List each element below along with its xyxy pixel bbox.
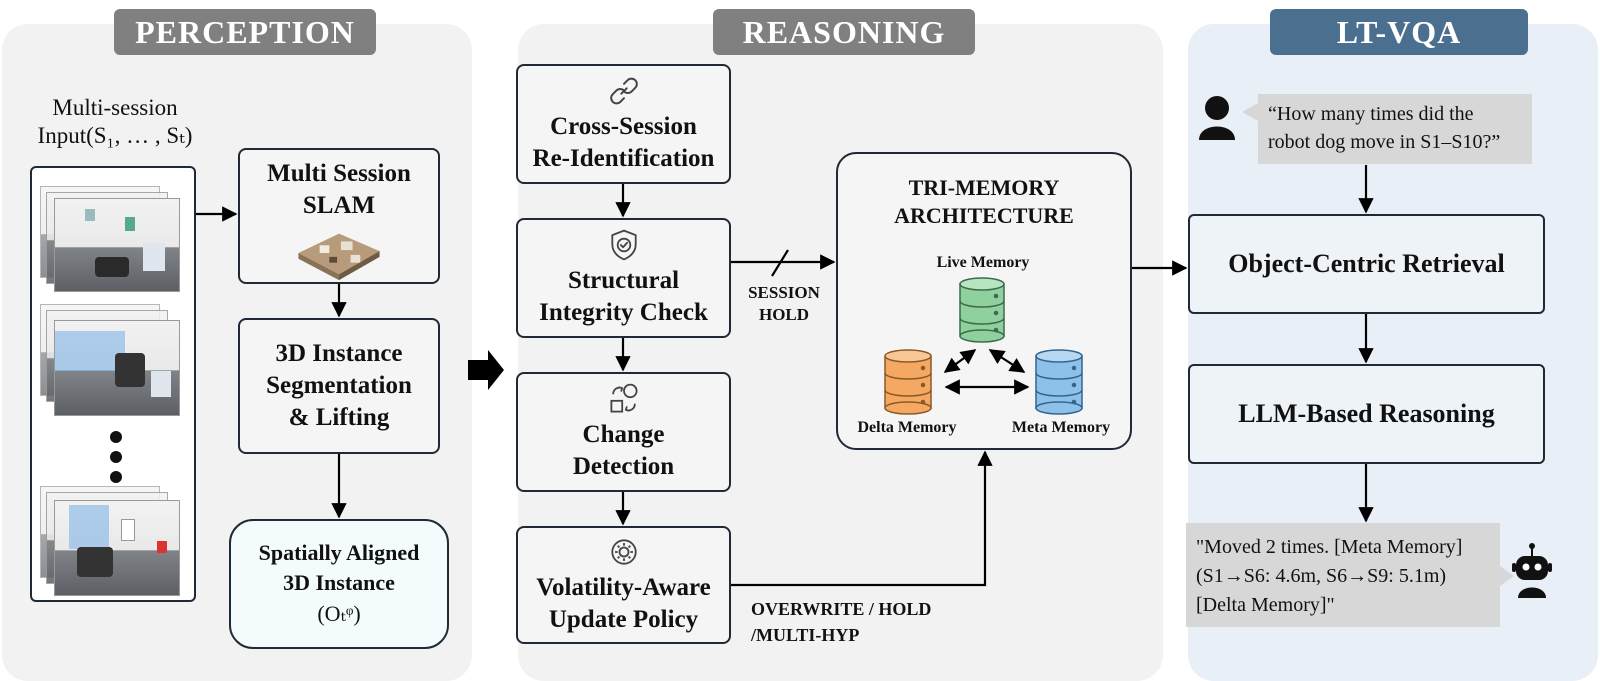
- slam-box: Multi Session SLAM: [238, 148, 440, 284]
- input-label: Multi-session Input(S₁, … , Sₜ): [20, 94, 210, 150]
- input-label-line2: Input(S₁, … , Sₜ): [37, 123, 193, 148]
- aligned-symbol: (Oₜᵠ): [317, 601, 361, 626]
- change-label: Change Detection: [572, 421, 675, 480]
- integrity-box: Structural Integrity Check: [516, 218, 731, 338]
- change-detection-box: Change Detection: [516, 372, 731, 492]
- reasoning-title: REASONING: [713, 9, 975, 55]
- answer-bubble: "Moved 2 times. [Meta Memory] (S1→S6: 4.…: [1186, 523, 1500, 627]
- session-hold-label: SESSION HOLD: [748, 283, 820, 324]
- retrieval-label: Object-Centric Retrieval: [1228, 249, 1505, 278]
- perception-title: PERCEPTION: [114, 9, 376, 55]
- live-memory-label: Live Memory: [936, 254, 1030, 271]
- tri-memory-title: TRI-MEMORY ARCHITECTURE: [894, 175, 1074, 228]
- shapes-icon: [610, 383, 637, 413]
- volatility-label: Volatility-Aware Update Policy: [536, 574, 711, 633]
- session-image-1: [54, 198, 180, 292]
- session-image-2: [54, 320, 180, 416]
- aligned-label: Spatially Aligned 3D Instance: [258, 540, 420, 595]
- slam-map-icon: [298, 233, 380, 281]
- retrieval-box: Object-Centric Retrieval: [1188, 214, 1545, 314]
- segmentation-box: 3D Instance Segmentation & Lifting: [238, 318, 440, 454]
- slam-label: Multi Session SLAM: [267, 160, 411, 219]
- segmentation-label: 3D Instance Segmentation & Lifting: [266, 340, 412, 431]
- reid-box: Cross-Session Re-Identification: [516, 64, 731, 184]
- integrity-label: Structural Integrity Check: [539, 267, 708, 326]
- shield-check-icon: [610, 229, 637, 261]
- delta-memory-label: Delta Memory: [857, 419, 957, 436]
- volatility-box: Volatility-Aware Update Policy: [516, 526, 731, 644]
- policy-label: OVERWRITE / HOLD /MULTI-HYP: [751, 599, 932, 645]
- link-icon: [609, 77, 638, 105]
- meta-memory-label: Meta Memory: [1011, 419, 1111, 436]
- tri-memory-box: TRI-MEMORY ARCHITECTURE: [836, 152, 1132, 450]
- session-image-3: [54, 500, 180, 596]
- ltvqa-title: LT-VQA: [1270, 9, 1528, 55]
- session-frames-container: [30, 166, 196, 602]
- gear-icon: [610, 539, 637, 565]
- llm-reasoning-label: LLM-Based Reasoning: [1238, 399, 1495, 428]
- reid-label: Cross-Session Re-Identification: [532, 113, 715, 172]
- question-bubble: “How many times did the robot dog move i…: [1258, 94, 1532, 164]
- llm-reasoning-box: LLM-Based Reasoning: [1188, 364, 1545, 464]
- input-label-line1: Multi-session: [52, 95, 178, 120]
- aligned-instance-box: Spatially Aligned 3D Instance (Oₜᵠ): [229, 519, 449, 649]
